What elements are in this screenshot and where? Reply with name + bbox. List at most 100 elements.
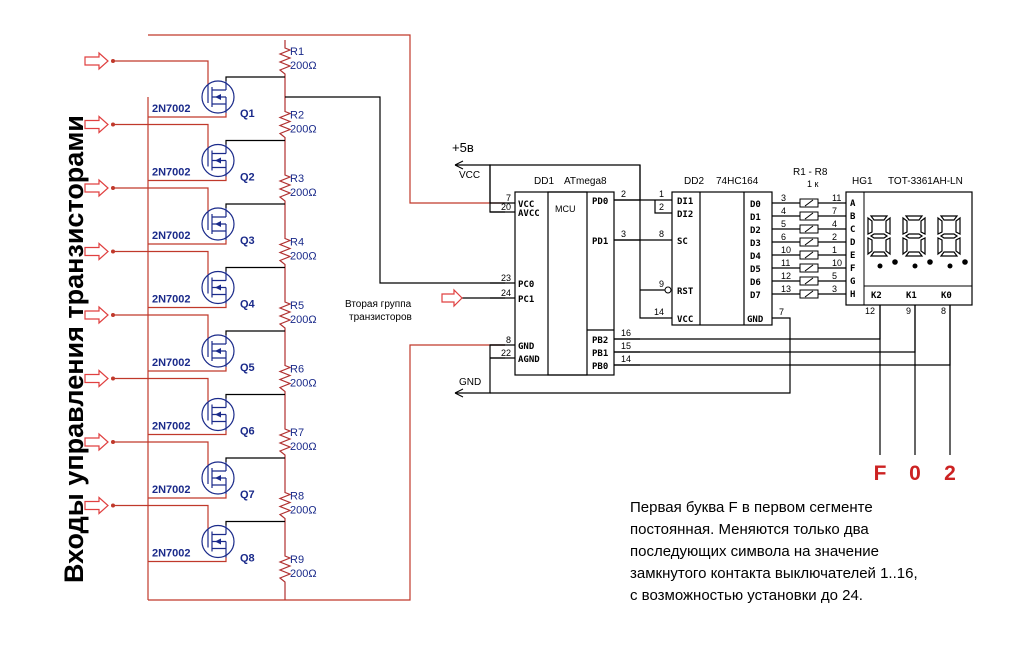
- mcu-pin-number: 24: [501, 288, 511, 298]
- sr-pin-number: 2: [659, 202, 664, 212]
- mcu-pin-number: 23: [501, 273, 511, 283]
- seven-segment-stroke: [885, 216, 891, 235]
- seven-segment-stroke: [869, 215, 889, 221]
- seven-segment-stroke: [937, 216, 943, 235]
- shift-register-ref: DD2: [684, 176, 704, 187]
- array-resistor-slash: [804, 277, 814, 285]
- note-line: с возможностью установки до 24.: [630, 587, 863, 604]
- power-arrows: [441, 160, 464, 398]
- sr-pin-name: VCC: [677, 315, 693, 325]
- resistor-ref: R6: [290, 364, 304, 376]
- resistor-symbol: [278, 484, 292, 548]
- resistor-ref: R8: [290, 491, 304, 503]
- sr-output-pin-number: 4: [781, 206, 786, 216]
- transistor-part: 2N7002: [152, 421, 191, 433]
- mcu-pin-number: 2: [621, 189, 626, 199]
- note-line: Первая буква F в первом сегменте: [630, 499, 873, 516]
- mcu-pin-name: PC1: [518, 295, 534, 305]
- source-wire: [148, 240, 227, 245]
- mcu-pin-name: VCC: [518, 200, 534, 210]
- gnd-arrow: [454, 388, 464, 398]
- gate-wire: [113, 314, 209, 339]
- seven-segment-stroke: [920, 237, 926, 256]
- sr-gnd-number: 7: [779, 307, 784, 317]
- transistor-part: 2N7002: [152, 357, 191, 369]
- display-segment-pin-number: 11: [832, 193, 841, 203]
- drain-wire: [225, 139, 285, 145]
- red-supply-wire: [148, 34, 505, 204]
- mosfet-arrow-icon: [215, 411, 221, 418]
- array-resistor-slash: [804, 225, 814, 233]
- seven-segment-stroke: [904, 233, 924, 239]
- source-wire: [148, 494, 227, 499]
- transistor-ref: Q5: [240, 362, 255, 374]
- resistor-value: 200Ω: [290, 124, 317, 136]
- resistor-array-ref: R1 - R8: [793, 167, 828, 178]
- note-line: последующих символа на значение: [630, 543, 879, 560]
- sr-output-name: D0: [750, 200, 761, 210]
- input-arrow-icon: [84, 115, 109, 134]
- sr-pin-number: 9: [659, 279, 664, 289]
- mcu-pin-number: 22: [501, 348, 511, 358]
- input-arrow-icon: [84, 51, 109, 71]
- resistor-symbol: [278, 40, 292, 104]
- display-common-name: K0: [941, 291, 952, 301]
- display-part: TOT-3361AH-LN: [888, 176, 963, 187]
- display-common-name: K2: [871, 291, 882, 301]
- sr-output-name: D3: [750, 239, 761, 249]
- resistor-ref: R3: [290, 173, 304, 185]
- display-segment-pin-number: 4: [832, 219, 837, 229]
- display-segment-name: F: [850, 264, 855, 274]
- sr-gnd-name: GND: [747, 315, 764, 325]
- note-line: постоянная. Меняются только два: [630, 521, 869, 538]
- transistor-ref: Q7: [240, 489, 255, 501]
- resistor-ref: R1: [290, 46, 304, 58]
- resistor-ref: R5: [290, 300, 304, 312]
- sr-output-pin-number: 12: [781, 271, 791, 281]
- mcu-ref: DD1: [534, 176, 554, 187]
- array-resistor-slash: [804, 251, 814, 259]
- seven-segment-stroke: [955, 216, 961, 235]
- source-wire: [148, 430, 227, 436]
- common-junction-dot: [877, 263, 883, 269]
- source-wire: [148, 113, 227, 118]
- resistor-symbol: [278, 548, 292, 600]
- mcu-chip: DD1 ATmega8 MCU: [514, 176, 615, 376]
- gate-wire: [113, 123, 209, 149]
- display-segment-name: E: [850, 251, 855, 261]
- plus5-label: +5в: [452, 140, 474, 155]
- resistor-value: 200Ω: [290, 60, 317, 72]
- mcu-pin-name: PB2: [592, 336, 608, 346]
- resistor-ref: R9: [290, 554, 304, 566]
- display-common-name: K1: [906, 291, 917, 301]
- common-junction-dot: [947, 263, 953, 269]
- transistor-part: 2N7002: [152, 548, 191, 560]
- mcu-pin-name: PB1: [592, 349, 608, 359]
- gnd-rail-2: [490, 317, 791, 394]
- sr-output-pin-number: 11: [781, 258, 790, 268]
- digit-pointer-lines: [879, 294, 951, 455]
- rst-inversion-circle: [664, 286, 672, 294]
- seven-segment-stroke: [904, 215, 924, 221]
- sr-output-pin-number: 10: [781, 245, 791, 255]
- decimal-point: [962, 259, 968, 265]
- display-segment-name: A: [850, 199, 856, 209]
- seven-segment-stroke: [955, 237, 961, 256]
- display-segment-name: B: [850, 212, 856, 222]
- seven-segment-stroke: [902, 237, 908, 256]
- sr-output-pin-number: 13: [781, 284, 791, 294]
- transistor-ladder: R1200ΩR2200ΩR3200ΩR4200ΩR5200ΩR6200ΩR720…: [84, 40, 317, 600]
- side-title: Входы управления транзисторами: [59, 115, 89, 583]
- transistor-part: 2N7002: [152, 103, 191, 115]
- display-common-pin: 8: [941, 306, 946, 316]
- display-segment-pin-number: 1: [832, 245, 837, 255]
- seven-segment-stroke: [939, 215, 959, 221]
- seven-segment-stroke: [902, 216, 908, 235]
- mosfet-arrow-icon: [215, 157, 221, 164]
- display-common-pin: 9: [906, 306, 911, 316]
- seven-segment-stroke: [939, 233, 959, 239]
- sr-output-name: D1: [750, 213, 761, 223]
- displayed-char: 2: [944, 462, 956, 485]
